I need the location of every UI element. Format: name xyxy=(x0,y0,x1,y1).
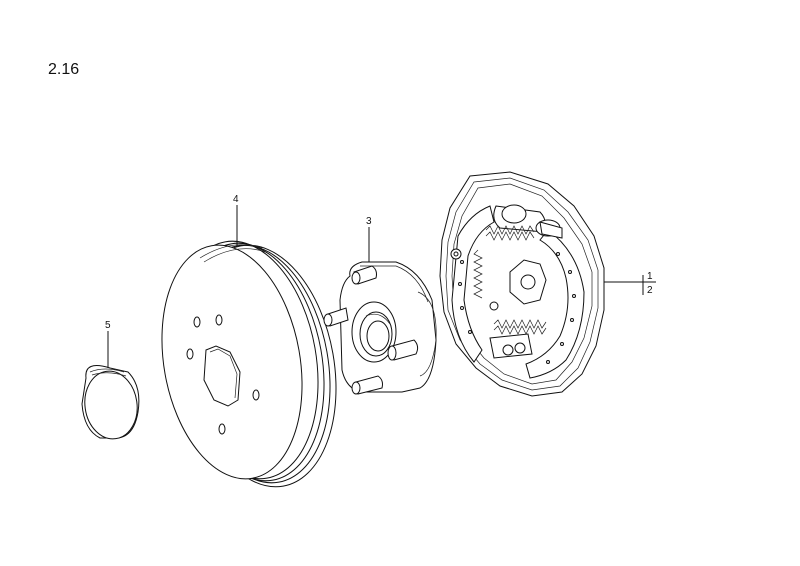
callout-number-4: 4 xyxy=(233,194,239,205)
callout-number-2: 2 xyxy=(647,285,653,296)
section-number: 2.16 xyxy=(48,61,80,78)
part-brake-drum xyxy=(161,240,337,488)
part-wheel-hub xyxy=(323,261,437,395)
callout-number-3: 3 xyxy=(366,216,372,227)
callout-leaders xyxy=(107,205,656,368)
callout-number-1: 1 xyxy=(647,271,653,282)
part-dust-cap xyxy=(81,365,140,440)
callout-number-5: 5 xyxy=(105,320,111,331)
part-backing-plate-assembly xyxy=(439,171,605,397)
